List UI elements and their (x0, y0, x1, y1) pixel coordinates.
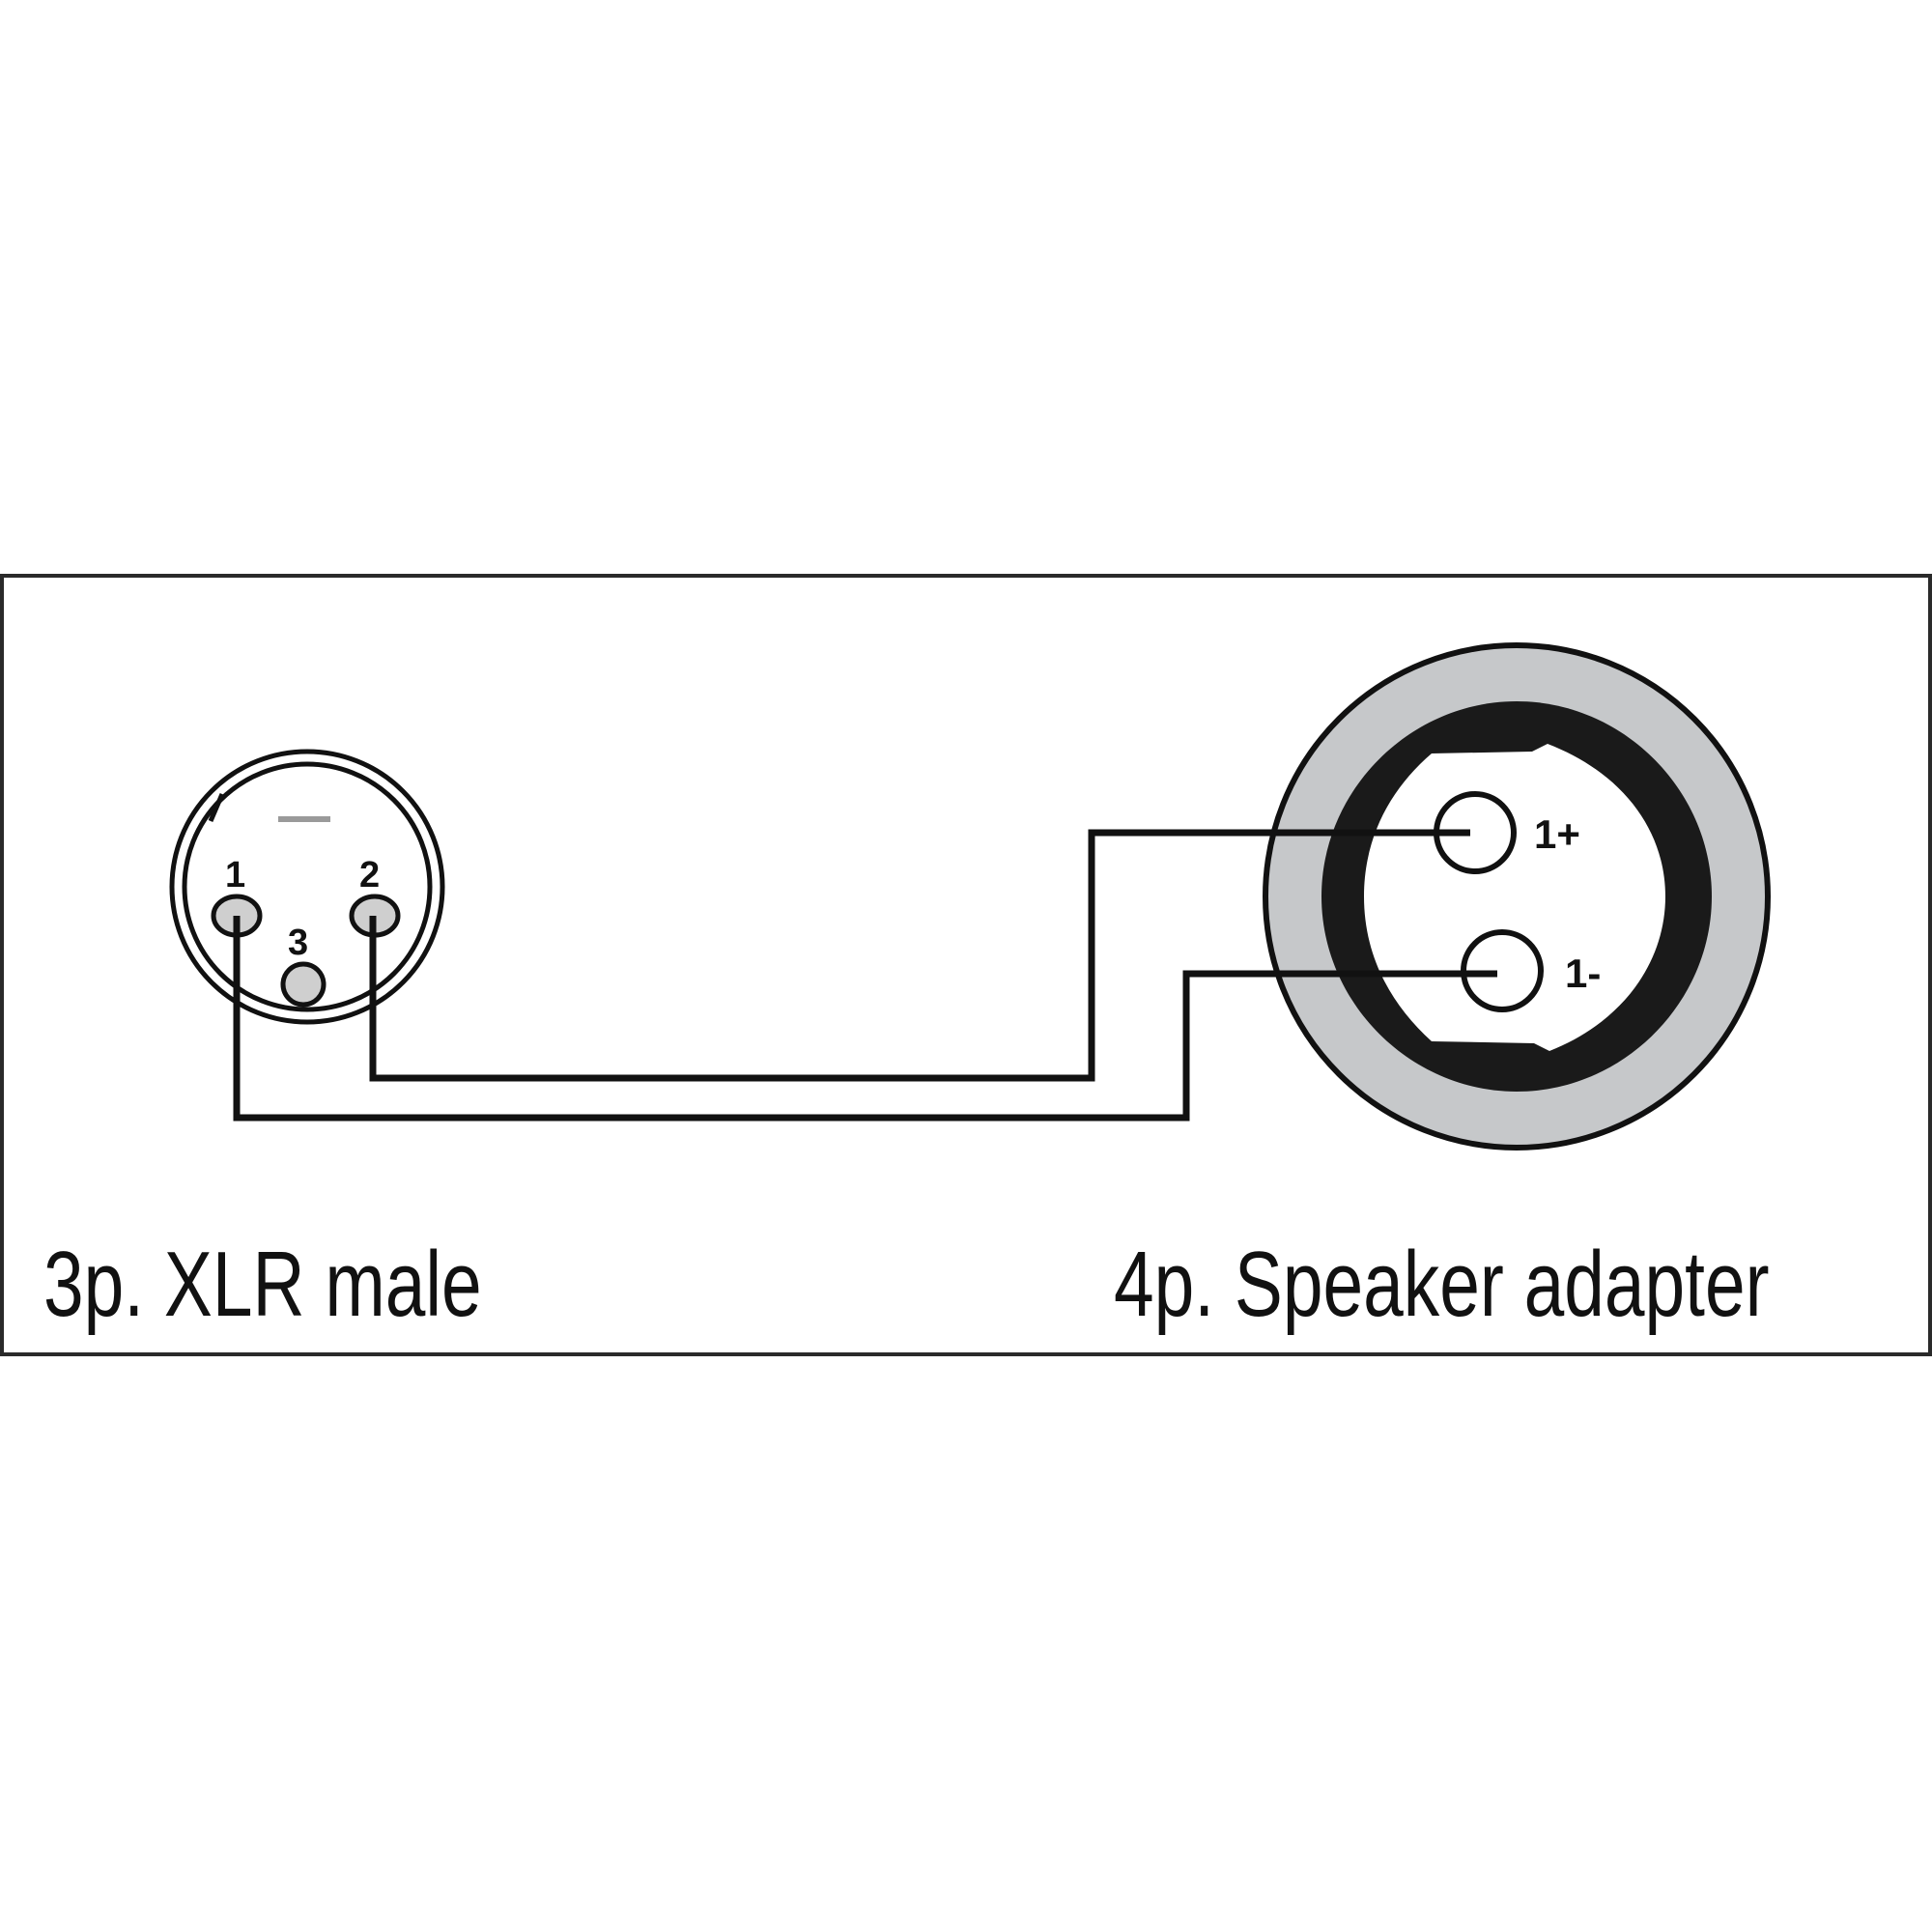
xlr-pin-3 (280, 961, 327, 1008)
wire-pin1-to-1minus (233, 916, 1497, 1122)
right-connector-caption: 4p. Speaker adapter (1114, 1233, 1770, 1336)
xlr-pin-2-label: 2 (359, 855, 380, 895)
xlr-male-connector: 1 2 3 (169, 749, 445, 1025)
speaker-pin-1-plus-label: 1+ (1534, 811, 1580, 857)
speaker-adapter-connector: 1+ 1- (1263, 642, 1771, 1151)
xlr-key-notch (208, 793, 225, 822)
xlr-pin-1-label: 1 (225, 855, 245, 895)
xlr-pin-3-label: 3 (288, 923, 308, 963)
left-connector-caption: 3p. XLR male (43, 1233, 482, 1336)
wires (233, 829, 1497, 1122)
wire-pin2-to-1plus (369, 829, 1470, 1082)
speaker-pin-1-minus-label: 1- (1565, 951, 1601, 996)
